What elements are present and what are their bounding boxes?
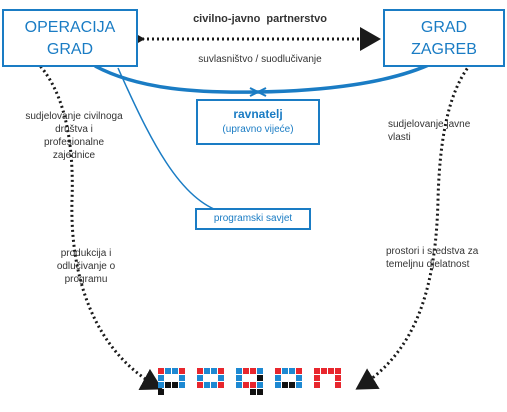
logo-pixel <box>275 375 281 381</box>
logo-pixel <box>197 382 203 388</box>
operacija-grad-line1: OPERACIJA <box>24 19 116 36</box>
logo-pixel <box>296 382 302 388</box>
left-role-production: produkcija i odlučivanje o programu <box>38 247 134 286</box>
logo-pixel <box>158 382 164 388</box>
logo-pixel <box>250 389 256 395</box>
logo-pixel <box>179 375 185 381</box>
logo-pixel <box>165 368 171 374</box>
right-role-public-line: vlasti <box>388 132 411 143</box>
left-role-civil-line: profesionalne <box>43 137 105 148</box>
logo-pixel <box>236 382 242 388</box>
logo-pixel <box>172 368 178 374</box>
right-dotted-curve <box>355 42 499 390</box>
logo-pixel <box>275 382 281 388</box>
grad-zagreb-box: GRAD ZAGREB <box>383 9 505 67</box>
logo-pixel <box>314 382 320 388</box>
logo-pixel <box>321 368 327 374</box>
logo-pixel <box>218 368 224 374</box>
logo-pixel <box>236 368 242 374</box>
left-role-civil-line: zajednice <box>52 150 96 161</box>
logo-pixel <box>335 368 341 374</box>
operacija-grad-line2: GRAD <box>46 41 94 58</box>
logo-pixel <box>172 382 178 388</box>
logo-pixel <box>296 368 302 374</box>
logo-pixel <box>158 375 164 381</box>
operacija-grad-box: OPERACIJA GRAD <box>2 9 138 67</box>
logo-pixel <box>335 375 341 381</box>
logo-pixel <box>314 368 320 374</box>
partnership-label: civilno-javno partnerstvo <box>193 13 327 25</box>
left-role-civil-line: sudjelovanje civilnoga <box>25 111 123 122</box>
logo-pixel <box>243 382 249 388</box>
logo-pixel <box>250 368 256 374</box>
pogon-logo <box>158 368 341 395</box>
left-role-production-line: odlučivanje o <box>56 261 116 272</box>
left-role-civil: sudjelovanje civilnoga društva i profesi… <box>14 110 134 162</box>
logo-pixel <box>179 368 185 374</box>
left-role-production-line: produkcija i <box>60 248 112 259</box>
logo-pixel <box>289 368 295 374</box>
program-council-label: programski savjet <box>213 213 293 224</box>
council-connector <box>117 67 223 213</box>
right-role-public-line: sudjelovanje javne <box>388 119 471 130</box>
logo-pixel <box>243 368 249 374</box>
logo-pixel <box>179 382 185 388</box>
logo-pixel <box>328 368 334 374</box>
logo-pixel <box>335 382 341 388</box>
logo-pixel <box>211 382 217 388</box>
logo-pixel <box>165 382 171 388</box>
right-role-resources: prostori i sredstva za temeljnu djelatno… <box>386 245 504 271</box>
director-subtitle: (upravno vijeće) <box>222 124 294 135</box>
logo-pixel <box>289 382 295 388</box>
logo-pixel <box>197 375 203 381</box>
logo-pixel <box>314 375 320 381</box>
logo-pixel <box>250 382 256 388</box>
logo-pixel <box>236 375 242 381</box>
program-council-box: programski savjet <box>195 208 311 230</box>
right-role-public: sudjelovanje javne vlasti <box>388 118 500 144</box>
logo-pixel <box>257 375 263 381</box>
coownership-curve-arrow-right <box>257 87 267 97</box>
logo-pixel <box>257 368 263 374</box>
logo-pixel <box>275 368 281 374</box>
left-dotted-curve <box>7 42 163 390</box>
right-role-resources-line: temeljnu djelatnost <box>386 259 470 270</box>
logo-pixel <box>204 382 210 388</box>
grad-zagreb-line1: GRAD <box>420 19 468 36</box>
coownership-label: suvlasništvo / suodlučivanje <box>198 54 322 65</box>
coownership-curve-arrow-left <box>249 87 259 97</box>
logo-pixel <box>197 368 203 374</box>
director-box: ravnatelj (upravno vijeće) <box>196 99 320 145</box>
left-role-production-line: programu <box>64 274 108 285</box>
logo-pixel <box>257 389 263 395</box>
left-role-civil-line: društva i <box>55 124 93 135</box>
logo-pixel <box>257 382 263 388</box>
logo-pixel <box>282 382 288 388</box>
logo-pixel <box>282 368 288 374</box>
grad-zagreb-line2: ZAGREB <box>411 41 477 58</box>
logo-pixel <box>211 368 217 374</box>
right-role-resources-line: prostori i sredstva za <box>386 246 479 257</box>
logo-pixel <box>158 389 164 395</box>
logo-pixel <box>218 375 224 381</box>
logo-pixel <box>204 368 210 374</box>
logo-pixel <box>158 368 164 374</box>
director-title: ravnatelj <box>233 107 283 121</box>
logo-pixel <box>218 382 224 388</box>
logo-pixel <box>296 375 302 381</box>
